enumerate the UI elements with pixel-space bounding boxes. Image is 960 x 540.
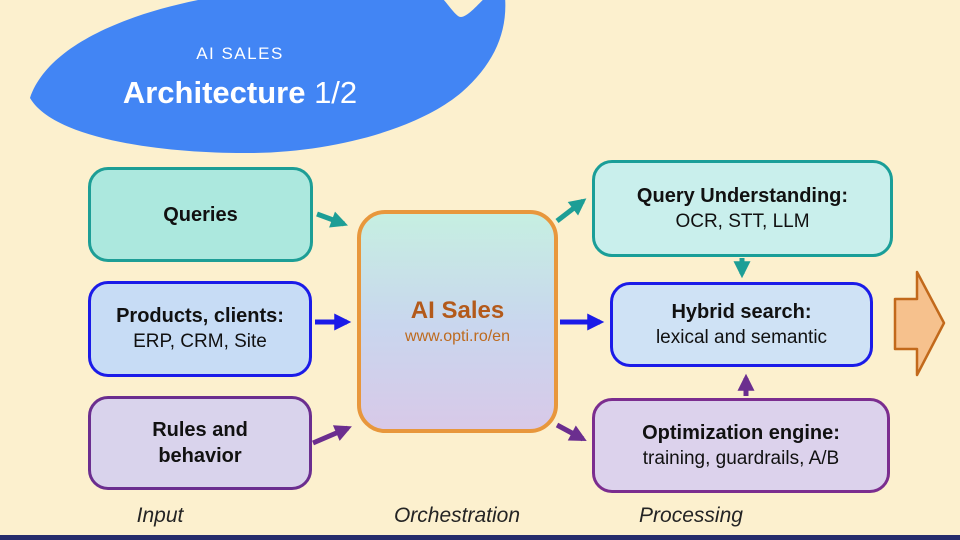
queries-box: Queries xyxy=(88,167,313,262)
hybrid-search-box: Hybrid search: lexical and semantic xyxy=(610,282,873,367)
slide-title: Architecture 1/2 xyxy=(80,76,400,110)
slide-eyebrow: AI SALES xyxy=(196,44,284,63)
optimization-engine-box-subtitle: training, guardrails, A/B xyxy=(642,447,840,469)
queries-box-title: Queries xyxy=(163,203,238,226)
slide-title-main: Architecture xyxy=(122,75,306,110)
optimization-engine-box-title: Optimization engine: xyxy=(642,421,840,444)
arrow-orchestrator-to-optimization xyxy=(555,422,587,442)
query-understanding-box-title: Query Understanding: xyxy=(636,184,849,207)
lane-label-processing: Processing xyxy=(639,504,743,527)
products-clients-box-title: Products, clients: xyxy=(116,305,284,327)
header-blob xyxy=(30,0,506,154)
arrow-queries-to-orchestrator xyxy=(316,211,348,228)
lane-label-input: Input xyxy=(136,504,184,527)
optimization-engine-box: Optimization engine: training, guardrail… xyxy=(592,398,890,493)
products-clients-box-subtitle: ERP, CRM, Site xyxy=(133,331,267,352)
products-clients-box: Products, clients: ERP, CRM, Site xyxy=(88,281,312,377)
footer-accent-bar xyxy=(0,535,960,540)
ai-sales-title: AI Sales xyxy=(410,296,505,324)
hybrid-search-box-title: Hybrid search: xyxy=(671,300,812,323)
output-right-arrow-icon xyxy=(893,270,946,377)
query-understanding-box-subtitle: OCR, STT, LLM xyxy=(675,210,810,232)
rules-behavior-box-title: Rules and behavior xyxy=(152,419,248,467)
rules-behavior-box: Rules and behavior xyxy=(88,396,312,490)
arrow-rules-to-orchestrator xyxy=(312,425,352,446)
ai-sales-orchestrator-box: AI Sales www.opti.ro/en xyxy=(357,210,558,433)
lane-label-orchestration: Orchestration xyxy=(393,504,521,527)
arrow-orchestrator-to-query-understanding xyxy=(555,198,587,223)
blob-shape xyxy=(30,0,506,154)
hybrid-search-box-subtitle: lexical and semantic xyxy=(655,326,828,348)
ai-sales-url: www.opti.ro/en xyxy=(405,327,510,345)
query-understanding-box: Query Understanding: OCR, STT, LLM xyxy=(592,160,893,257)
slide-title-suffix: 1/2 xyxy=(314,75,358,110)
